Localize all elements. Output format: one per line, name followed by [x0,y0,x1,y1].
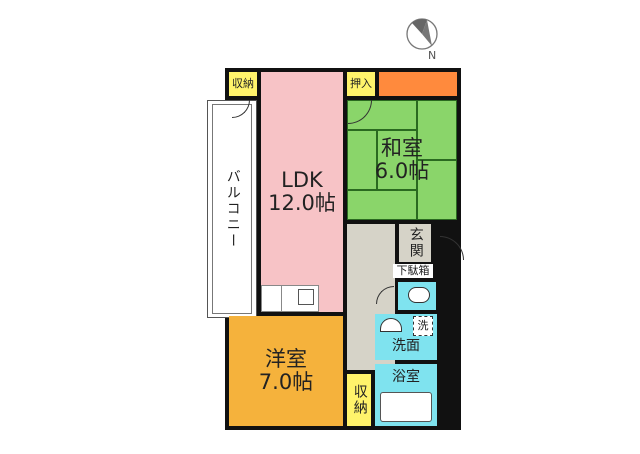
storage-bottom-label: 収納 [351,384,368,416]
youshitsu-size: 7.0帖 [258,370,314,394]
youshitsu-name: 洋室 [265,346,307,371]
storage-top-left: 収納 [229,72,257,96]
compass-label: N [428,49,437,62]
balcony-inner-line [212,104,252,314]
oshiire: 押入 [347,72,375,96]
toilet-bowl [408,287,430,303]
storage-bottom: 収納 [347,374,371,426]
compass-north-icon [406,18,438,50]
washitsu-size: 6.0帖 [374,159,430,183]
room-youshitsu: 洋室 7.0帖 [229,316,343,426]
storage-top-left-label: 収納 [232,76,254,90]
ldk-size: 12.0帖 [268,191,336,215]
oshiire-label: 押入 [350,76,372,90]
washer-space: 洗 [413,316,433,336]
washbasin [380,318,402,332]
genkan-label: 玄関 [407,227,424,259]
yokushitsu-label: 浴室 [392,369,420,385]
kitchen-sink [298,289,314,305]
kitchen-divider [281,285,282,312]
senmen-label: 洗面 [392,338,420,355]
getabako: 下駄箱 [393,264,433,278]
room-ldk: LDK 12.0帖 [261,72,343,312]
balcony: バルコニー [207,100,257,318]
bathtub [380,392,432,422]
washer-label: 洗 [417,318,429,332]
compass: N [404,16,440,64]
ldk-name: LDK [281,167,323,192]
toilet [398,282,436,310]
washitsu-name: 和室 [381,135,423,160]
room-washitsu: 和室 6.0帖 [347,100,457,220]
getabako-label: 下駄箱 [396,263,430,277]
orange-storage [379,72,457,96]
balcony-label: バルコニー [224,169,241,249]
genkan: 玄関 [399,224,431,262]
